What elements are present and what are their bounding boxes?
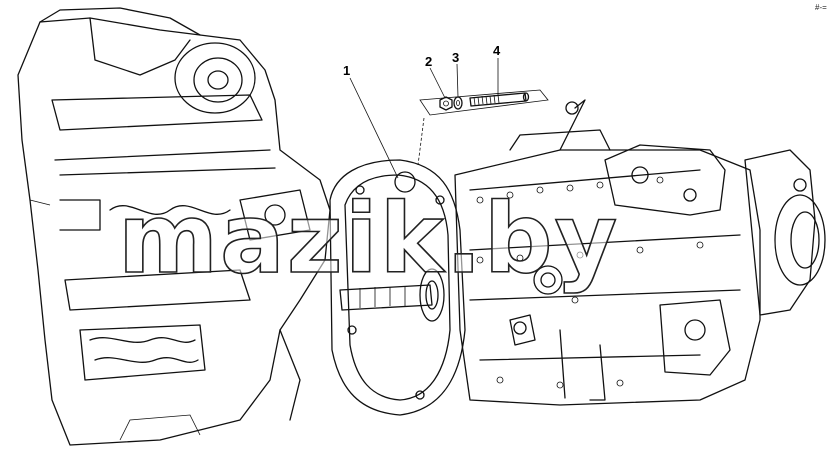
callout-label-3: 3 [452, 50, 459, 65]
gearbox-housing [329, 99, 826, 416]
callout-label-4: 4 [493, 43, 501, 58]
callout-label-2: 2 [425, 54, 432, 69]
engine-block [17, 7, 331, 446]
watermark-text: mazik.by [118, 183, 619, 295]
callouts: 1 2 3 4 [343, 43, 501, 179]
part-nut [439, 96, 453, 111]
callout-2: 2 [425, 54, 446, 99]
exploded-parts [417, 89, 549, 166]
callout-4: 4 [493, 43, 501, 95]
callout-label-1: 1 [343, 63, 350, 78]
part-washer [453, 96, 463, 110]
callout-3: 3 [452, 50, 459, 98]
callout-1: 1 [343, 63, 399, 179]
corner-mark: #-= [815, 3, 827, 12]
part-stud-bolt [469, 92, 530, 107]
